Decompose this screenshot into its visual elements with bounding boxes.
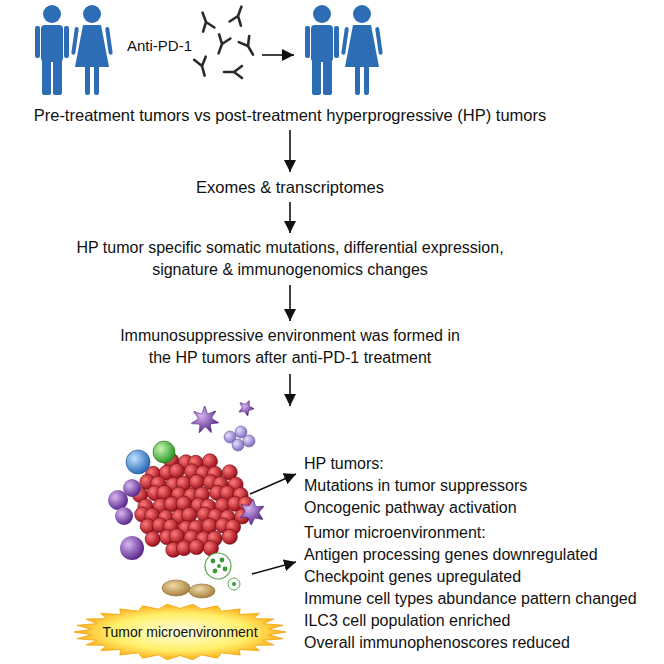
flow-arrow bbox=[289, 202, 291, 233]
step-text: Immunosuppressive environment was formed… bbox=[113, 325, 467, 369]
tumor-cluster bbox=[132, 453, 253, 557]
region-label: Tumor microenvironment bbox=[102, 623, 257, 641]
illustration-part bbox=[341, 27, 349, 55]
flow-arrow bbox=[289, 374, 291, 406]
pointer-arrow bbox=[252, 562, 296, 574]
illustration-part bbox=[42, 60, 51, 95]
illustration-part bbox=[162, 580, 190, 596]
finding-heading: HP tumors: bbox=[304, 454, 384, 474]
illustration-part bbox=[205, 553, 231, 579]
illustration-part bbox=[224, 66, 242, 78]
illustration-part bbox=[355, 65, 360, 95]
flow-arrow bbox=[289, 130, 291, 172]
illustration-part bbox=[194, 57, 210, 77]
step-text-box: Immunosuppressive environment was formed… bbox=[110, 324, 470, 370]
illustration-part bbox=[189, 584, 215, 598]
dendritic-cell bbox=[239, 401, 254, 416]
illustration-part bbox=[83, 5, 101, 23]
illustration-part bbox=[197, 11, 214, 32]
illustration-part bbox=[364, 65, 369, 95]
illustration-part bbox=[64, 26, 69, 58]
dendritic-cell bbox=[240, 499, 263, 525]
illustration-part bbox=[53, 60, 62, 95]
illustration-part bbox=[75, 25, 109, 67]
illustration-part bbox=[323, 60, 332, 95]
illustration-part bbox=[228, 578, 240, 590]
starburst-outline bbox=[74, 604, 286, 660]
antibody-icons bbox=[194, 5, 258, 78]
step-text-box: HP tumor specific somatic mutations, dif… bbox=[40, 236, 540, 282]
tumor-cell bbox=[222, 529, 237, 544]
illustration-part bbox=[123, 479, 141, 497]
illustration-part bbox=[94, 65, 99, 95]
dendritic-cell bbox=[191, 406, 218, 433]
illustration-part bbox=[153, 441, 175, 463]
illustration-part bbox=[120, 536, 144, 560]
illustration-part bbox=[213, 569, 218, 574]
illustration-part bbox=[312, 60, 321, 95]
illustration-part bbox=[311, 25, 333, 62]
pointer-arrow bbox=[250, 474, 296, 494]
illustration-part bbox=[313, 5, 331, 23]
illustration-part bbox=[243, 435, 255, 447]
illustration-part bbox=[305, 26, 310, 58]
finding-item: Antigen processing genes downregulated bbox=[304, 545, 598, 565]
woman-icon bbox=[71, 5, 113, 95]
starburst-region: Tumor microenvironment bbox=[73, 603, 287, 661]
illustration-part bbox=[71, 27, 79, 55]
illustration-part bbox=[232, 582, 236, 586]
step-text-box: Pre-treatment tumors vs post-treatment h… bbox=[31, 103, 550, 127]
woman-icon bbox=[341, 5, 383, 95]
tumor-cell bbox=[189, 539, 204, 554]
illustration-part bbox=[115, 507, 133, 525]
illustration-part bbox=[35, 26, 40, 58]
illustration-part bbox=[223, 567, 228, 572]
illustration-part bbox=[375, 27, 383, 55]
finding-item: Oncogenic pathway activation bbox=[304, 498, 517, 518]
illustration-part bbox=[211, 559, 216, 564]
step-text: Exomes & transcriptomes bbox=[196, 176, 384, 198]
illustration-part bbox=[232, 439, 244, 451]
finding-heading: Tumor microenvironment: bbox=[304, 523, 486, 543]
step-text: Pre-treatment tumors vs post-treatment h… bbox=[34, 104, 547, 126]
illustration-part bbox=[334, 26, 339, 58]
tumor-cell bbox=[145, 531, 160, 546]
immune-cells bbox=[108, 401, 264, 598]
illustration-part bbox=[230, 5, 247, 26]
finding-item: Overall immunophenoscores reduced bbox=[304, 633, 570, 653]
step-text: HP tumor specific somatic mutations, dif… bbox=[43, 237, 537, 281]
illustration-part bbox=[105, 27, 113, 55]
illustration-part bbox=[85, 65, 90, 95]
man-icon bbox=[35, 5, 69, 95]
step-text-box: Exomes & transcriptomes bbox=[193, 175, 387, 199]
treatment-arrow bbox=[262, 54, 294, 56]
illustration-part bbox=[220, 558, 225, 563]
illustration-part bbox=[217, 564, 221, 568]
illustration-part bbox=[239, 36, 258, 58]
illustration-part bbox=[126, 450, 150, 474]
finding-item: Immune cell types abundance pattern chan… bbox=[304, 589, 637, 609]
illustration-part bbox=[213, 34, 230, 55]
finding-item: Mutations in tumor suppressors bbox=[304, 476, 527, 496]
flow-arrow bbox=[289, 285, 291, 321]
illustration-part bbox=[43, 5, 61, 23]
illustration-part bbox=[345, 25, 379, 67]
illustration-part bbox=[41, 25, 63, 62]
finding-item: Checkpoint genes upregulated bbox=[304, 567, 521, 587]
drug-label: Anti-PD-1 bbox=[127, 36, 192, 56]
illustration-part bbox=[353, 5, 371, 23]
man-icon bbox=[305, 5, 339, 95]
finding-item: ILC3 cell population enriched bbox=[304, 611, 510, 631]
